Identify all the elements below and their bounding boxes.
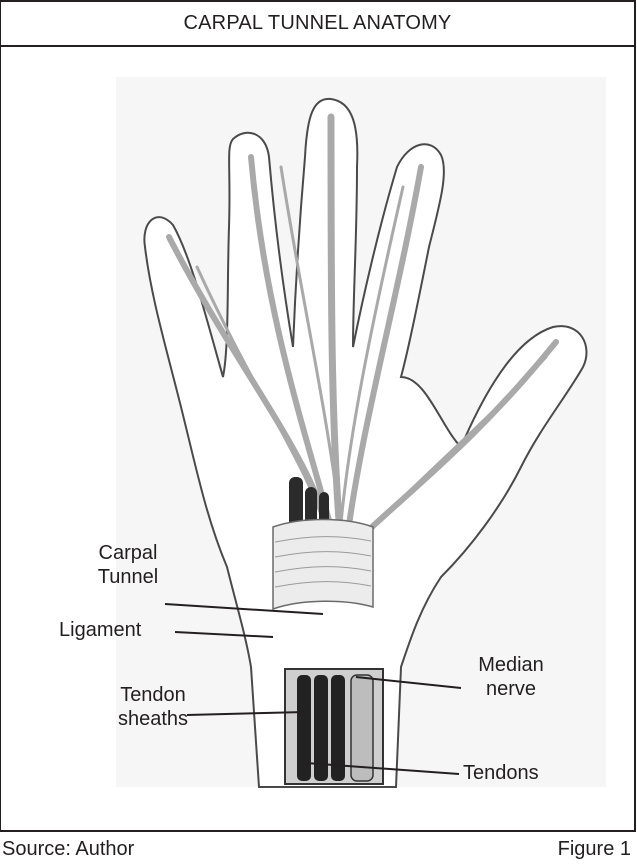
figure-footer: Source: Author Figure 1 <box>0 832 637 866</box>
tendon-label-line2: sheaths <box>113 707 193 731</box>
ligament-label: Ligament <box>59 618 141 642</box>
hand-illustration-area: Carpal Tunnel Ligament Tendon sheaths Me… <box>1 47 634 830</box>
median-label-line1: Median <box>475 653 547 677</box>
source-caption: Source: Author <box>2 838 134 861</box>
median-label-line2: nerve <box>475 677 547 701</box>
carpal-ligament-band <box>273 520 373 610</box>
tendon-sheaths-label: Tendon sheaths <box>113 683 193 731</box>
tendons-label: Tendons <box>463 761 539 785</box>
carpal-tunnel-label: Carpal Tunnel <box>83 541 173 589</box>
figure-title: CARPAL TUNNEL ANATOMY <box>1 2 634 47</box>
carpal-label-line2: Tunnel <box>83 565 173 589</box>
hand-illustration <box>1 47 634 830</box>
median-nerve-label: Median nerve <box>475 653 547 701</box>
figure-frame: CARPAL TUNNEL ANATOMY <box>0 0 636 832</box>
figure-number: Figure 1 <box>558 838 631 861</box>
tendon-label-line1: Tendon <box>113 683 193 707</box>
carpal-label-line1: Carpal <box>83 541 173 565</box>
median-nerve <box>351 675 373 781</box>
